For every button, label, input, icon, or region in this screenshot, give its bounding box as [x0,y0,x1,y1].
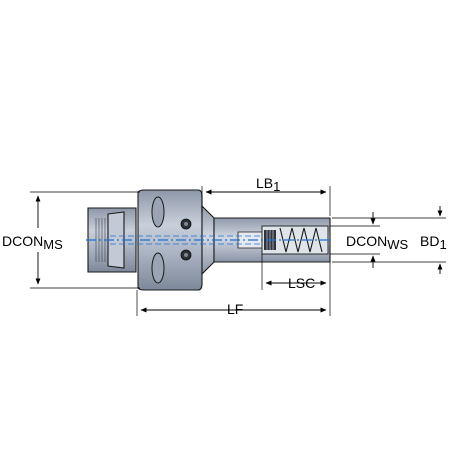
dim-bd1: BD1 [332,206,447,274]
lb1-sub: 1 [273,179,280,194]
bd1-label: BD [420,233,439,249]
svg-text:DCONWS: DCONWS [346,233,409,252]
dcon-ms-sub: MS [43,237,63,252]
dcon-ws-sub: WS [387,237,408,252]
lf-label: LF [227,301,243,317]
lsc-label: LSC [288,275,315,291]
spring-coils [279,227,323,253]
dcon-ws-label: DCON [346,233,387,249]
dim-lf: LF [136,290,331,317]
centerline [86,235,332,245]
screw-bottom-inner [184,253,188,257]
svg-text:DCONMS: DCONMS [2,233,63,252]
taper-front [107,211,125,269]
dim-dcon-ws: DCONWS [330,212,409,268]
screw-top-inner [184,222,188,226]
dim-lb1: LB1 [201,175,331,216]
dcon-ms-label: DCON [2,233,43,249]
dim-lsc: LSC [261,254,331,291]
lb1-label: LB [256,175,273,191]
bd1-sub: 1 [439,237,446,252]
flange-slot-bottom [151,252,165,284]
flange-slot-top [151,196,165,228]
svg-text:LB1: LB1 [256,175,280,194]
svg-text:BD1: BD1 [420,233,447,252]
dim-dcon-ms: DCONMS [2,191,140,289]
